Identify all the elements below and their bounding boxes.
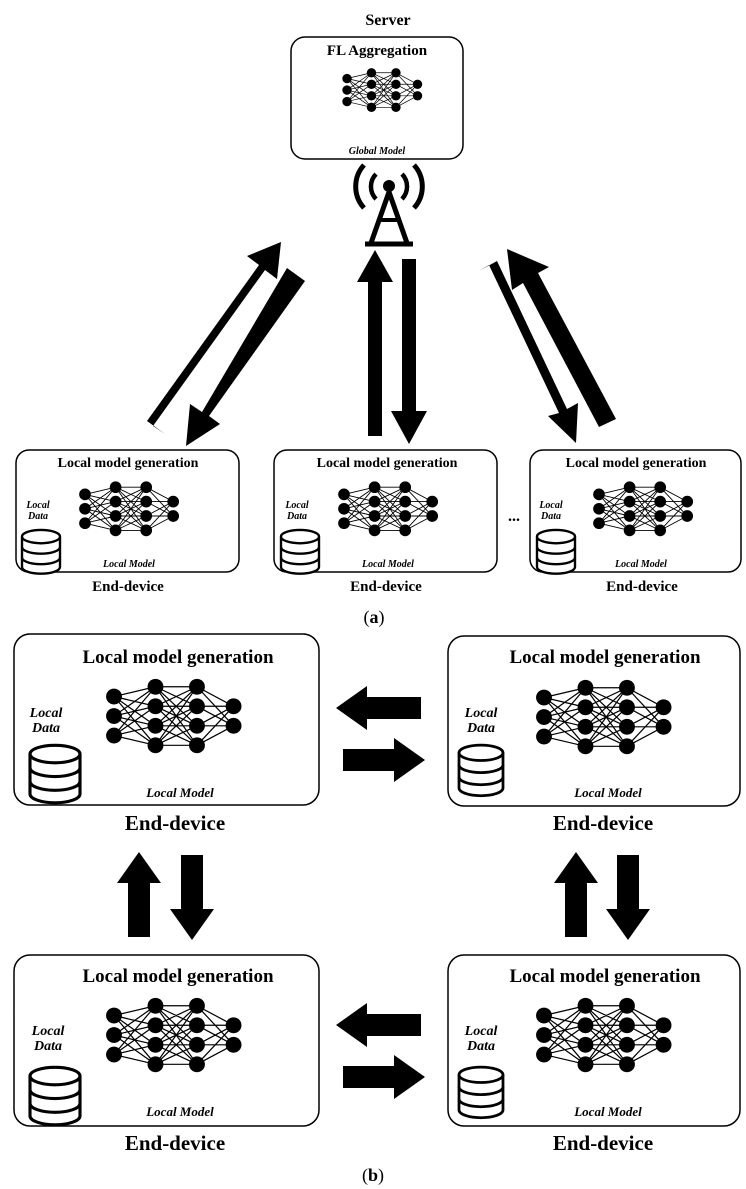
device-box-title: Local model generation bbox=[82, 647, 273, 668]
device-box-title: Local model generation bbox=[82, 966, 273, 987]
arrow-left-bottom bbox=[336, 1003, 421, 1047]
end-device-caption: End-device bbox=[125, 1131, 225, 1155]
device-box-title: Local model generation bbox=[509, 647, 700, 668]
local-model-label: Local Model bbox=[145, 1104, 214, 1119]
local-model-label: Local Model bbox=[361, 559, 414, 570]
device-box-title: Local model generation bbox=[317, 456, 458, 471]
diagram-b: Local model generation Local Data Local … bbox=[13, 633, 741, 1186]
local-model-label: Local Model bbox=[145, 785, 214, 800]
upload-arrow-center bbox=[357, 250, 393, 436]
local-model-label: Local Model bbox=[102, 559, 155, 570]
end-device-caption: End-device bbox=[553, 811, 653, 835]
device-b-2: Local model generation Local Data Local … bbox=[447, 635, 741, 835]
arrow-left-top bbox=[336, 686, 421, 730]
upload-arrow-left bbox=[147, 242, 281, 434]
database-icon bbox=[535, 528, 577, 575]
local-model-label: Local Model bbox=[573, 1104, 642, 1119]
download-arrow-right bbox=[479, 261, 578, 443]
caption-b: (b) bbox=[362, 1165, 384, 1186]
antenna-tower-icon bbox=[353, 163, 425, 247]
database-icon bbox=[279, 528, 321, 575]
device-b-3: Local model generation Local Data Local … bbox=[13, 954, 320, 1155]
arrow-up-left bbox=[117, 852, 161, 937]
end-device-caption: End-device bbox=[606, 579, 678, 595]
server-box: FL Aggregation Global Model bbox=[290, 36, 464, 160]
device-box-title: Local model generation bbox=[509, 966, 700, 987]
arrow-right-bottom bbox=[343, 1055, 425, 1099]
database-icon bbox=[457, 743, 505, 798]
device-b-1: Local model generation Local Data Local … bbox=[13, 633, 320, 835]
local-data-label: Data bbox=[286, 511, 307, 522]
device-box-title: Local model generation bbox=[566, 456, 707, 471]
server-title: Server bbox=[365, 12, 410, 29]
download-arrow-center bbox=[391, 259, 427, 444]
local-data-label: Data bbox=[466, 1039, 495, 1054]
local-data-label: Local bbox=[538, 500, 563, 511]
local-data-label: Data bbox=[31, 721, 60, 736]
caption-a: (a) bbox=[364, 607, 385, 628]
database-icon bbox=[28, 743, 82, 805]
server-box-title: FL Aggregation bbox=[327, 43, 428, 59]
database-icon bbox=[28, 1065, 82, 1127]
local-model-label: Local Model bbox=[614, 559, 667, 570]
local-data-label: Local bbox=[31, 1024, 65, 1039]
end-device-caption: End-device bbox=[125, 811, 225, 835]
local-data-label: Local bbox=[464, 706, 498, 721]
ellipsis: ... bbox=[508, 508, 520, 525]
device-box-title: Local model generation bbox=[58, 456, 199, 471]
local-data-label: Local bbox=[25, 500, 50, 511]
arrow-right-top bbox=[343, 738, 425, 782]
device-b-4: Local model generation Local Data Local … bbox=[447, 954, 741, 1155]
download-arrow-left bbox=[186, 268, 305, 446]
diagram-a: Server FL Aggregation Global Model bbox=[15, 12, 742, 628]
device-a-3: Local model generation Local Data Local … bbox=[529, 449, 742, 595]
upload-arrow-right bbox=[507, 249, 616, 427]
local-data-label: Local bbox=[464, 1024, 498, 1039]
end-device-caption: End-device bbox=[92, 579, 164, 595]
local-model-label: Local Model bbox=[573, 785, 642, 800]
arrow-up-right bbox=[554, 852, 598, 937]
end-device-caption: End-device bbox=[350, 579, 422, 595]
local-data-label: Data bbox=[466, 721, 495, 736]
local-data-label: Data bbox=[540, 511, 561, 522]
local-data-label: Local bbox=[284, 500, 309, 511]
local-data-label: Data bbox=[27, 511, 48, 522]
device-a-1: Local model generation Local Data Local … bbox=[15, 449, 240, 595]
device-a-2: Local model generation Local Data Local … bbox=[273, 449, 498, 595]
end-device-caption: End-device bbox=[553, 1131, 653, 1155]
database-icon bbox=[20, 528, 62, 575]
arrow-down-right bbox=[606, 855, 650, 940]
global-model-label: Global Model bbox=[349, 146, 406, 157]
arrow-down-left bbox=[170, 855, 214, 940]
local-data-label: Local bbox=[29, 706, 63, 721]
local-data-label: Data bbox=[33, 1039, 62, 1054]
database-icon bbox=[457, 1065, 505, 1120]
